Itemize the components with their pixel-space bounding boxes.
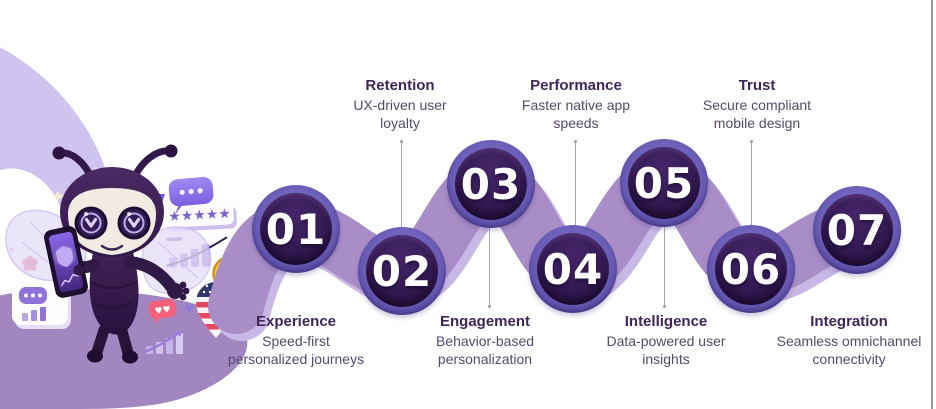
five-star-rating-card [163,202,237,232]
bee-mascot [44,144,190,364]
step-description: Faster native app speeds [521,97,631,131]
step-title: Performance [530,77,622,94]
step-label-performance: Performance Faster native app speeds [481,76,671,132]
step-number: 03 [460,159,522,209]
svg-text:♥♥: ♥♥ [154,305,171,317]
step-label-trust: Trust Secure compliant mobile design [662,76,852,132]
step-number: 02 [371,246,433,296]
step-description: Seamless omnichannel connectivity [776,333,922,367]
step-description: Secure compliant mobile design [702,97,812,131]
step-label-retention: Retention UX-driven user loyalty [305,76,495,132]
step-number: 05 [633,158,695,208]
step-circle-03: 03 [447,140,535,228]
connector-engagement [488,228,491,308]
step-title: Trust [738,77,776,94]
step-title: Engagement [439,313,530,330]
connector-intelligence [663,227,666,308]
step-number: 01 [265,204,327,254]
step-title: Integration [810,313,888,330]
growth-arrow-chart-icon [142,329,184,354]
connector-performance [574,140,577,225]
step-description: Speed-first personalized journeys [227,333,365,367]
step-number: 06 [720,244,782,294]
connector-retention [400,140,403,227]
step-number: 04 [542,244,604,294]
step-label-experience: Experience Speed-first personalized jour… [201,312,391,368]
step-description: Data-powered user insights [606,333,726,367]
page-edge-divider [931,0,933,409]
step-circle-06: 06 [707,225,795,313]
step-description: UX-driven user loyalty [353,97,447,131]
step-label-integration: Integration Seamless omnichannel connect… [754,312,936,368]
step-title: Intelligence [624,313,708,330]
hearts-chat-icon: ♥♥ [148,299,177,325]
step-title: Retention [365,77,435,94]
step-circle-07: 07 [813,186,901,274]
step-title: Experience [255,313,337,330]
smile [100,244,124,251]
step-label-intelligence: Intelligence Data-powered user insights [571,312,761,368]
step-circle-04: 04 [529,225,617,313]
step-circle-01: 01 [252,185,340,273]
heart-icon: ♥ [184,302,195,316]
step-number: 07 [826,205,888,255]
smartphone-shield-icon [44,226,88,298]
step-description: Behavior-based personalization [435,333,535,367]
step-label-engagement: Engagement Behavior-based personalizatio… [390,312,580,368]
step-circle-05: 05 [620,139,708,227]
connector-trust [750,140,753,225]
step-circle-02: 02 [358,227,446,315]
mini-chat-report-card [12,281,71,329]
